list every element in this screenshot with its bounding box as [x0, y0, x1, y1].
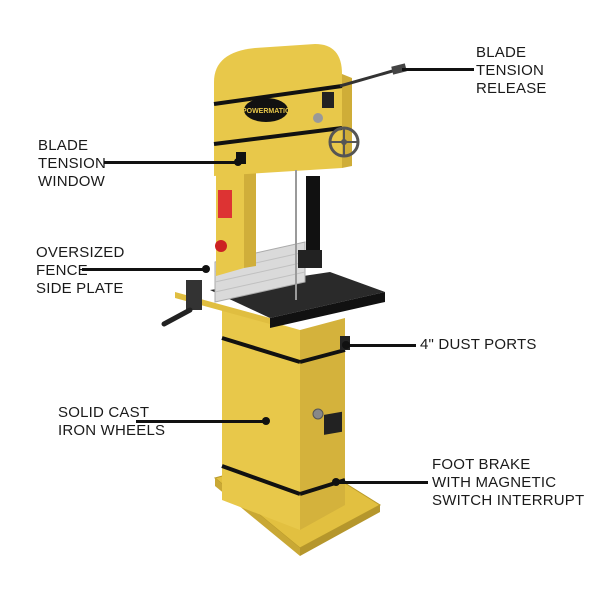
leader-line-fence-side-plate [82, 268, 206, 271]
saw-base-side [300, 505, 380, 556]
housing-stripe-2 [213, 126, 343, 146]
saw-column-side [244, 150, 256, 268]
callout-text: TENSION [476, 62, 545, 79]
callout-blade-tension-release: BLADE TENSION RELEASE [476, 44, 547, 98]
lower-cabinet-side [300, 318, 345, 530]
powermatic-logo [244, 98, 288, 122]
warning-label [218, 190, 232, 218]
callout-blade-tension-window: BLADE TENSION WINDOW [38, 137, 106, 191]
callout-text: FOOT BRAKE [432, 456, 531, 473]
cabinet-stripe-3 [221, 464, 301, 496]
foot-brake-pedal [324, 411, 342, 435]
leader-dot [234, 158, 242, 166]
callout-text: SOLID CAST [58, 404, 150, 421]
leader-line-cast-iron-wheels [136, 420, 266, 423]
callout-text: OVERSIZED [36, 244, 125, 261]
door-knob [312, 408, 324, 420]
callout-text: FENCE [36, 262, 88, 279]
leader-line-blade-tension-window [104, 161, 236, 164]
tension-window [236, 152, 246, 164]
tension-knob [313, 113, 323, 123]
leader-line-blade-tension-release [402, 68, 474, 71]
callout-foot-brake: FOOT BRAKE WITH MAGNETIC SWITCH INTERRUP… [432, 456, 584, 510]
blade-guard [298, 250, 322, 268]
callout-solid-cast-iron-wheels: SOLID CAST IRON WHEELS [58, 404, 165, 440]
callout-text: TENSION [38, 155, 107, 172]
leader-dot [342, 341, 350, 349]
housing-stripe-1 [213, 84, 343, 106]
power-switch [215, 240, 227, 252]
cabinet-stripe-1 [221, 336, 301, 364]
leader-line-foot-brake [338, 481, 428, 484]
leader-line-dust-ports [348, 344, 416, 347]
tension-release-lever [339, 68, 397, 88]
fence-lock [186, 280, 202, 310]
callout-text: WITH MAGNETIC [432, 474, 557, 491]
callout-dust-ports: 4" DUST PORTS [420, 336, 537, 354]
fence-handle [161, 307, 193, 327]
powermatic-logo-text: POWERMATIC [242, 108, 290, 115]
callout-text: SWITCH INTERRUPT [432, 492, 585, 509]
callout-text: IRON WHEELS [58, 422, 166, 439]
callout-text: SIDE PLATE [36, 280, 124, 297]
upper-vent [322, 92, 334, 108]
saw-table-edge [270, 292, 385, 328]
leader-dot [262, 417, 270, 425]
leader-dot [332, 478, 340, 486]
callout-text: BLADE [476, 44, 527, 61]
leader-dot [202, 265, 210, 273]
callout-text: RELEASE [476, 80, 547, 97]
callout-text: WINDOW [38, 173, 106, 190]
callout-text: BLADE [38, 137, 89, 154]
callout-text: 4" DUST PORTS [420, 336, 537, 353]
callout-oversized-fence-side-plate: OVERSIZED FENCE SIDE PLATE [36, 244, 124, 298]
cabinet-stripe-2 [299, 348, 346, 364]
blade-guide-post [306, 176, 320, 256]
